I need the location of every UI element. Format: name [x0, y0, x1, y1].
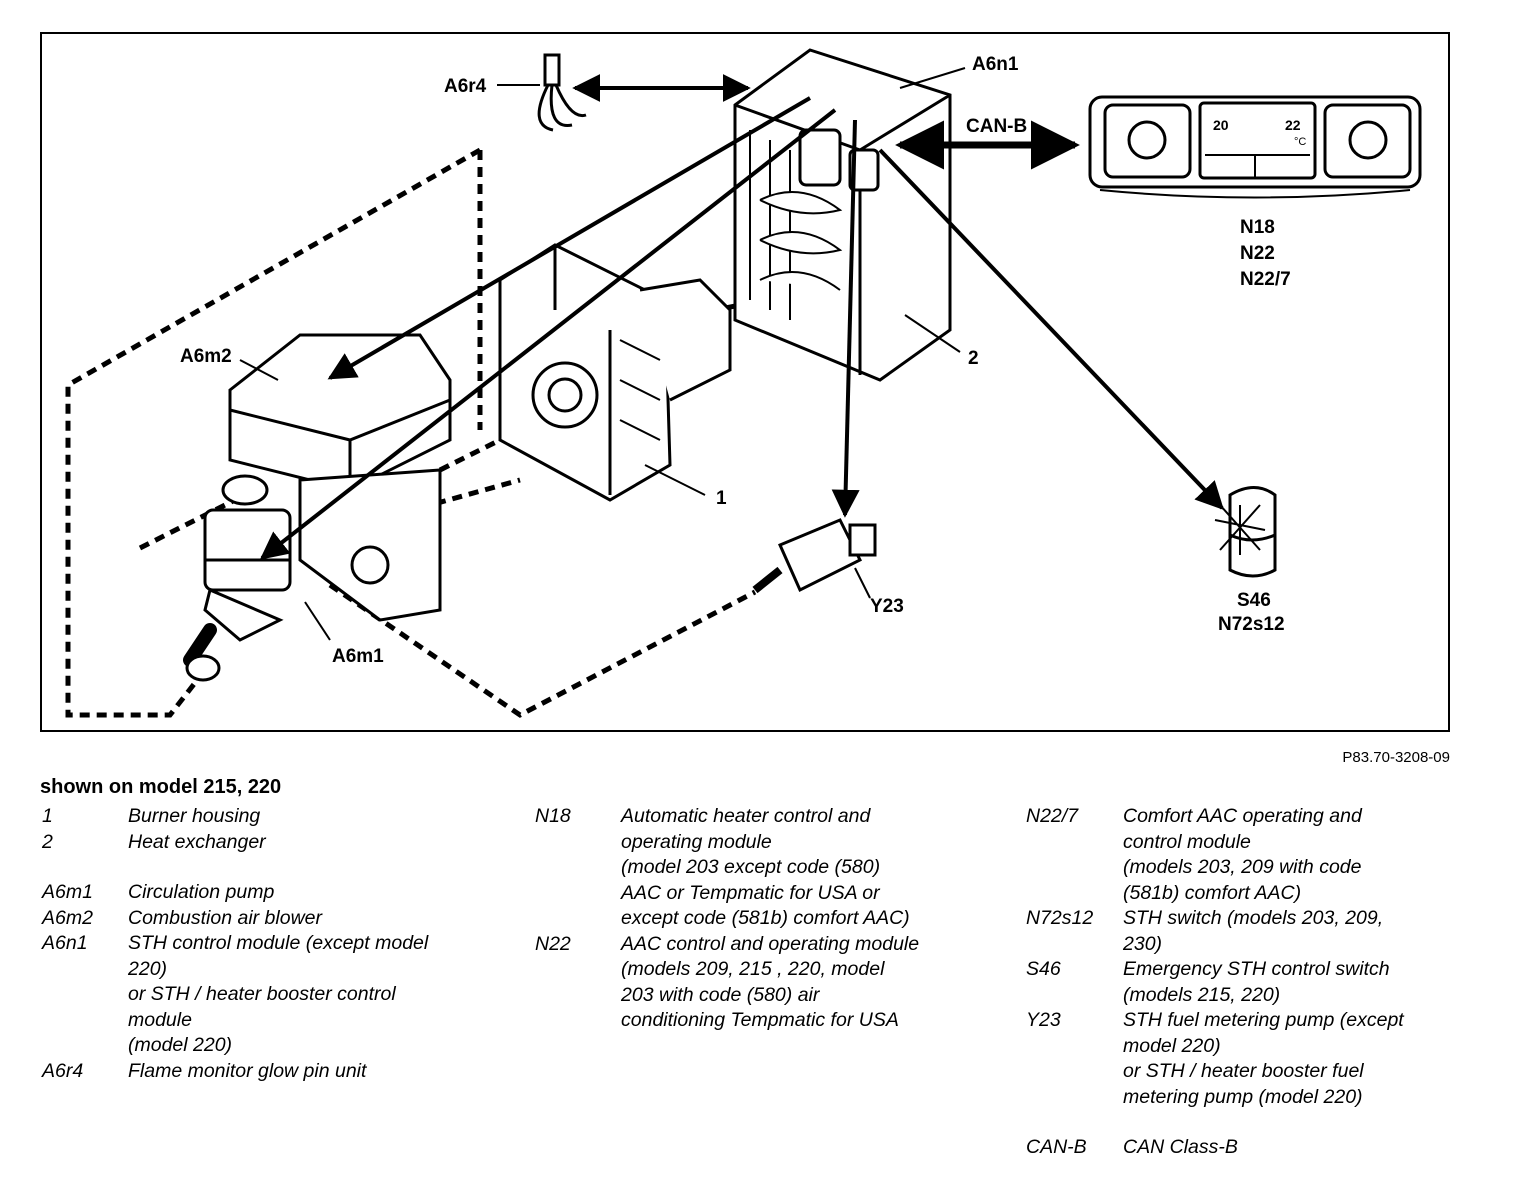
legend-entry: A6r4 Flame monitor glow pin unit [42, 1059, 502, 1085]
legend-entry: N22 AAC control and operating module (mod… [535, 932, 985, 1034]
emergency-switch [1214, 486, 1277, 578]
legend-desc: Burner housing [128, 805, 261, 827]
legend-code: S46 [1026, 958, 1061, 980]
legend-entry: A6m2 Combustion air blower [42, 906, 502, 932]
callout-2: 2 [968, 348, 979, 369]
legend-desc: Heat exchanger [128, 830, 266, 853]
signal-lines [259, 74, 1224, 560]
callout-s46: S46 [1237, 590, 1271, 611]
legend-desc: Circulation pump [128, 881, 275, 903]
legend-code: CAN-B [1026, 1136, 1087, 1158]
legend-code: A6m1 [42, 881, 93, 903]
callout-n72s12: N72s12 [1218, 614, 1285, 635]
circulation-pump [183, 474, 292, 682]
control-panel [1088, 95, 1422, 199]
legend-code: A6r4 [42, 1059, 84, 1082]
legend-desc: Automatic heater control and operating m… [621, 805, 910, 929]
panel-left-temp: 20 [1213, 117, 1229, 133]
legend-code: 1 [42, 805, 53, 827]
legend-desc: STH control module (except model 220) or… [128, 932, 429, 1056]
burner-housing [498, 243, 732, 502]
legend-entry: S46 Emergency STH control switch (models … [1026, 957, 1466, 1008]
diagram-frame [40, 32, 1450, 732]
legend-entry: 2 Heat exchanger [42, 830, 502, 856]
callout-can-b: CAN-B [966, 116, 1027, 137]
callout-a6m1: A6m1 [332, 646, 384, 667]
legend-code: 2 [42, 830, 53, 853]
legend-column-1: 1 Burner housing 2 Heat exchanger A6m1 Circ… [42, 804, 502, 1084]
callout-n22: N22 [1240, 243, 1275, 264]
callout-a6r4: A6r4 [444, 76, 487, 97]
diagram-artwork: 20 22 °C A6r4 A6n1 CAN-B N18 N22 N22/7 A… [65, 48, 1422, 718]
legend-entry: N72s12 STH switch (models 203, 209, 230) [1026, 906, 1466, 957]
legend-desc: STH fuel metering pump (except model 220… [1123, 1009, 1404, 1108]
legend-entry: A6n1 STH control module (except model 220… [42, 931, 502, 1059]
glow-pin-unit [537, 53, 587, 132]
fuel-metering-pump [752, 518, 877, 594]
heat-exchanger [733, 48, 952, 382]
legend-desc: CAN Class-B [1123, 1136, 1238, 1158]
coolant-loop [65, 147, 852, 718]
legend-entry: CAN-B CAN Class-B [1026, 1135, 1466, 1161]
callout-n18: N18 [1240, 217, 1275, 238]
legend-entry: A6m1 Circulation pump [42, 880, 502, 906]
callout-1: 1 [716, 488, 727, 509]
legend-title: shown on model 215, 220 [40, 776, 282, 798]
legend-entry: Y23 STH fuel metering pump (except model … [1026, 1008, 1466, 1110]
legend-entry: N22/7 Comfort AAC operating and control m… [1026, 804, 1466, 906]
legend-desc: Flame monitor glow pin unit [128, 1059, 367, 1082]
legend-desc: Combustion air blower [128, 906, 323, 929]
panel-unit: °C [1294, 136, 1306, 148]
document-number: P83.70-3208-09 [1342, 749, 1450, 766]
panel-right-temp: 22 [1285, 117, 1301, 133]
legend-desc: Comfort AAC operating and control module… [1123, 805, 1362, 904]
callout-y23: Y23 [870, 596, 904, 617]
legend-desc: Emergency STH control switch (models 215… [1123, 958, 1390, 1006]
legend-desc: STH switch (models 203, 209, 230) [1123, 907, 1384, 955]
legend-code: N72s12 [1026, 907, 1094, 929]
legend-desc: AAC control and operating module (models… [621, 932, 920, 1032]
callout-a6m2: A6m2 [180, 346, 232, 367]
legend-column-2: N18 Automatic heater control and operatin… [535, 804, 985, 1034]
legend-code: N22/7 [1026, 805, 1079, 827]
legend-code: N18 [535, 805, 571, 827]
callout-a6n1: A6n1 [972, 54, 1019, 75]
legend-entry: N18 Automatic heater control and operatin… [535, 804, 985, 932]
legend-column-3: N22/7 Comfort AAC operating and control m… [1026, 804, 1466, 1161]
legend-code: A6m2 [42, 906, 93, 929]
legend-code: A6n1 [42, 932, 88, 954]
leader-lines [239, 67, 966, 641]
legend-code: N22 [535, 932, 571, 955]
legend-code: Y23 [1026, 1009, 1061, 1031]
callout-n22-7: N22/7 [1240, 269, 1291, 290]
legend-entry: 1 Burner housing [42, 804, 502, 830]
